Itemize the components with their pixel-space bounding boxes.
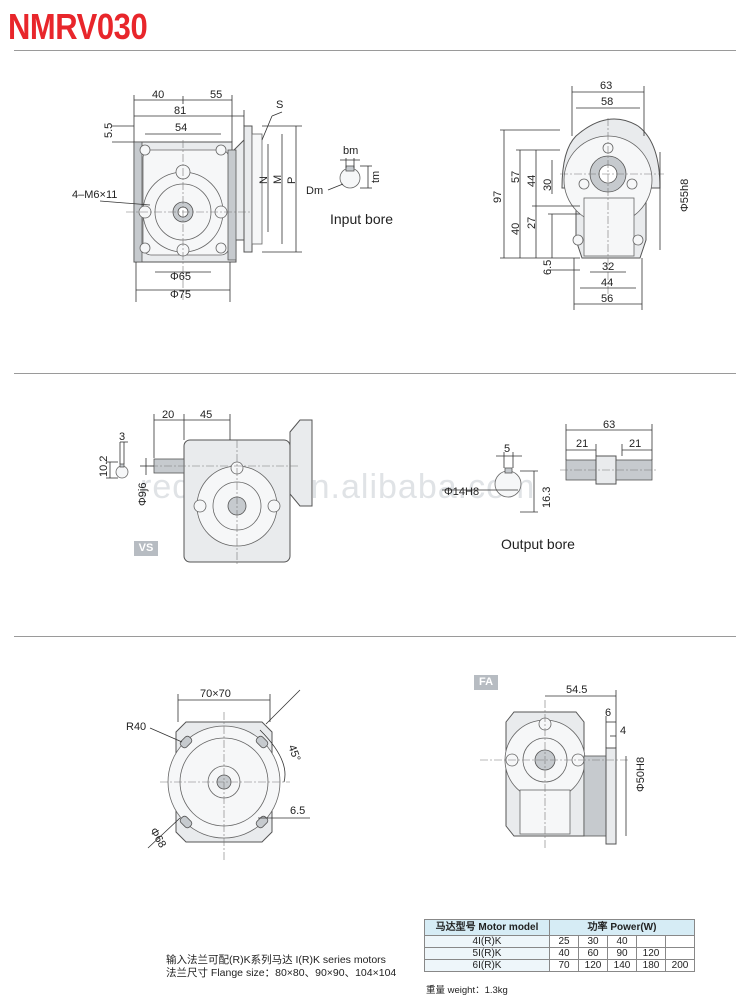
dim-54.5: 54.5 xyxy=(566,684,587,696)
table-row: 6I(R)K 70 120 140 180 200 xyxy=(424,959,695,972)
dim-phi50h8: Φ50H8 xyxy=(635,757,647,792)
dim-63-top: 63 xyxy=(600,80,612,92)
side-view-drawing: 63 58 97 57 44 30 40 27 6.5 32 44 56 Φ55… xyxy=(492,80,691,310)
dim-40: 40 xyxy=(152,89,164,101)
dim-tm: tm xyxy=(370,171,382,183)
dim-30: 30 xyxy=(542,179,554,191)
dim-phi68: Φ68 xyxy=(147,826,168,850)
dim-3: 3 xyxy=(119,431,125,443)
dim-45deg: 45° xyxy=(285,743,302,763)
dim-44-bottom: 44 xyxy=(601,277,613,289)
table-cell: 30 xyxy=(578,935,608,948)
dim-55: 55 xyxy=(210,89,222,101)
table-cell: 60 xyxy=(578,947,608,960)
vs-view-drawing: 20 45 3 10.2 Φ9j6 xyxy=(98,409,313,566)
dim-27: 27 xyxy=(526,217,538,229)
dim-57: 57 xyxy=(510,171,522,183)
fa-view-drawing: 54.5 6 4 Φ50H8 xyxy=(480,684,647,850)
divider-top xyxy=(14,50,736,51)
footer-line-flange: 法兰尺寸 Flange size：80×80、90×90、104×104 xyxy=(166,967,397,979)
footer-note: 输入法兰可配(R)K系列马达 I(R)K series motors 法兰尺寸 … xyxy=(166,954,396,980)
dim-21-right: 21 xyxy=(629,438,641,450)
dim-20: 20 xyxy=(162,409,174,421)
dim-5: 5 xyxy=(504,443,510,455)
dim-P: P xyxy=(286,177,298,184)
table-cell-model: 4I(R)K xyxy=(424,935,550,948)
vs-badge: VS xyxy=(134,541,158,556)
table-cell: 140 xyxy=(607,959,637,972)
table-cell xyxy=(636,935,666,948)
header-motor-model: 马达型号 Motor model xyxy=(424,919,550,936)
fa-badge: FA xyxy=(474,675,498,690)
output-shaft-drawing: 63 21 21 xyxy=(560,419,658,485)
table-cell: 120 xyxy=(578,959,608,972)
table-cell xyxy=(665,947,695,960)
table-cell: 180 xyxy=(636,959,666,972)
footer-line-motors: 输入法兰可配(R)K系列马达 I(R)K series motors xyxy=(166,954,386,966)
motor-power-table: 马达型号 Motor model 功率 Power(W) 4I(R)K 25 3… xyxy=(424,919,695,972)
dim-phi65: Φ65 xyxy=(170,271,191,283)
page-title: NMRV030 xyxy=(8,6,148,47)
output-bore-drawing: 5 Φ14H8 16.3 Output bore xyxy=(442,443,575,552)
dim-21-left: 21 xyxy=(576,438,588,450)
dim-56: 56 xyxy=(601,293,613,305)
dim-thread: 4–M6×11 xyxy=(72,189,117,201)
front-view-drawing: 40 55 81 54 5.5 S 4–M6×11 N M P Φ65 Φ75 xyxy=(72,89,302,302)
dim-16.3: 16.3 xyxy=(541,487,553,508)
dim-45: 45 xyxy=(200,409,212,421)
dim-6.5-flange: 6.5 xyxy=(290,805,305,817)
divider-middle-2 xyxy=(14,636,736,637)
dim-81: 81 xyxy=(174,105,186,117)
dim-bm: bm xyxy=(343,145,358,157)
dim-N: N xyxy=(258,176,270,184)
dim-44-side: 44 xyxy=(526,175,538,187)
table-cell: 200 xyxy=(665,959,695,972)
input-bore-drawing: bm Dm tm Input bore xyxy=(306,145,393,227)
table-cell xyxy=(665,935,695,948)
table-cell: 70 xyxy=(549,959,579,972)
table-cell: 90 xyxy=(607,947,637,960)
output-bore-label: Output bore xyxy=(501,536,575,552)
weight-note: 重量 weight：1.3kg xyxy=(426,985,508,996)
dim-32: 32 xyxy=(602,261,614,273)
dim-54: 54 xyxy=(175,122,187,134)
dim-63-shaft: 63 xyxy=(603,419,615,431)
table-cell-model: 5I(R)K xyxy=(424,947,550,960)
table-row: 5I(R)K 40 60 90 120 xyxy=(424,947,695,960)
dim-5.5: 5.5 xyxy=(103,123,115,138)
dim-R40: R40 xyxy=(126,721,146,733)
table-cell: 25 xyxy=(549,935,579,948)
dim-6: 6 xyxy=(605,707,611,719)
table-row: 4I(R)K 25 30 40 xyxy=(424,935,695,948)
dim-S: S xyxy=(276,99,283,111)
dim-phi75: Φ75 xyxy=(170,289,191,301)
divider-middle-1 xyxy=(14,373,736,374)
table-cell-model: 6I(R)K xyxy=(424,959,550,972)
dim-58: 58 xyxy=(601,96,613,108)
dim-97: 97 xyxy=(492,191,504,203)
dim-Dm: Dm xyxy=(306,185,323,197)
flange-view-drawing: 70×70 R40 45° 6.5 Φ68 xyxy=(126,688,310,860)
dim-10.2: 10.2 xyxy=(98,456,110,477)
dim-70x70: 70×70 xyxy=(200,688,231,700)
dim-6.5-side: 6.5 xyxy=(542,260,554,275)
input-bore-label: Input bore xyxy=(330,211,393,227)
table-header-row: 马达型号 Motor model 功率 Power(W) xyxy=(424,919,695,936)
dim-phi9j6: Φ9j6 xyxy=(137,483,149,506)
header-power: 功率 Power(W) xyxy=(549,919,695,936)
table-cell: 120 xyxy=(636,947,666,960)
table-cell: 40 xyxy=(607,935,637,948)
dim-M: M xyxy=(272,175,284,184)
dim-phi55h8: Φ55h8 xyxy=(679,179,691,212)
dim-phi14h8: Φ14H8 xyxy=(444,486,479,498)
table-cell: 40 xyxy=(549,947,579,960)
dim-4: 4 xyxy=(620,725,626,737)
dim-40-side: 40 xyxy=(510,223,522,235)
